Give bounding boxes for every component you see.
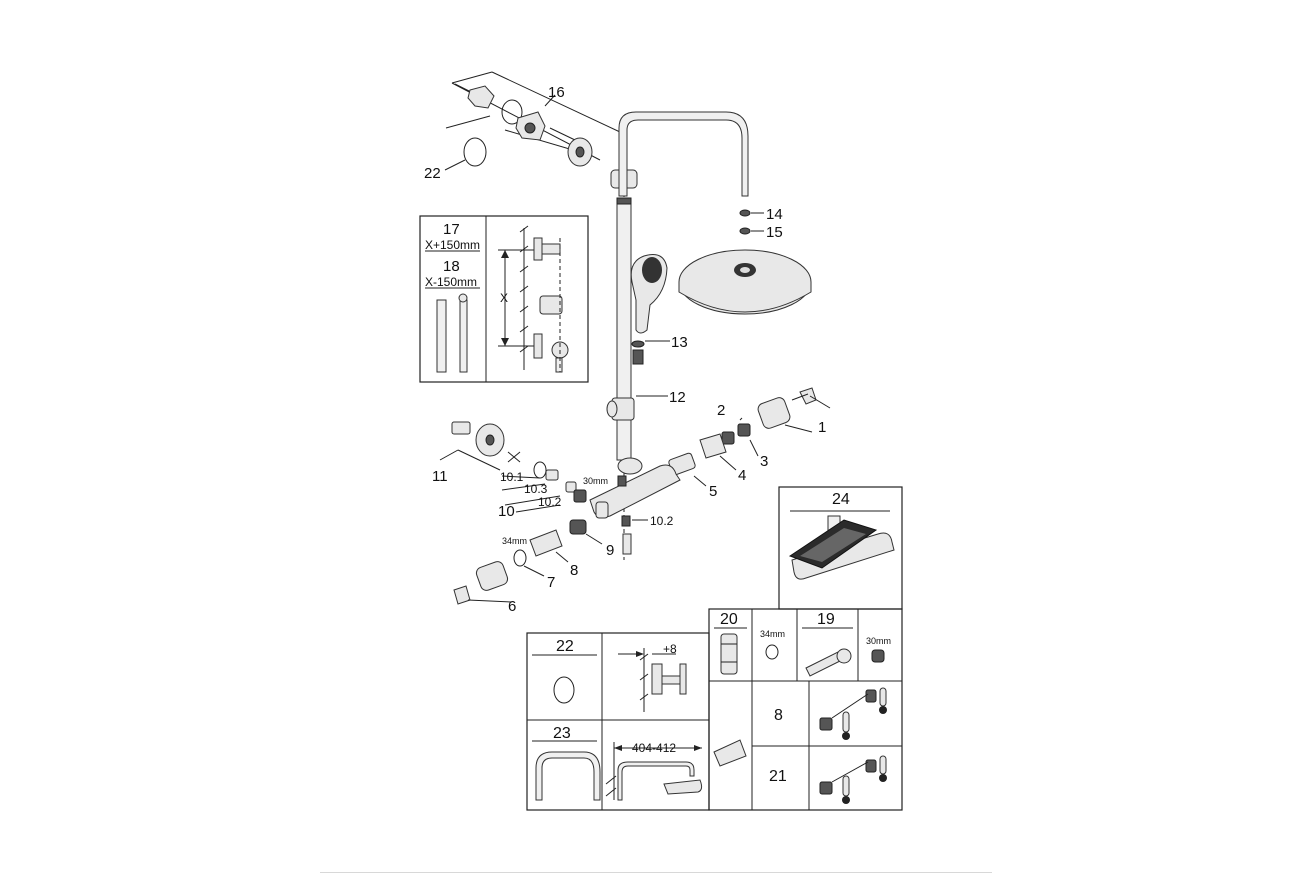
- label-13: 13: [671, 334, 688, 351]
- label-x: X: [500, 291, 508, 305]
- label-12: 12: [669, 389, 686, 406]
- label-x-minus-150: X-150mm: [425, 275, 477, 289]
- label-11: 11: [432, 468, 448, 485]
- label-18: 18: [443, 258, 460, 275]
- label-17: 17: [443, 221, 460, 238]
- label-10-2-right: 10.2: [650, 514, 674, 528]
- label-22: 22: [556, 638, 574, 655]
- label-20: 20: [720, 611, 738, 628]
- right-fittings: [668, 387, 831, 487]
- label-34mm-top: 34mm: [502, 536, 527, 546]
- label-7: 7: [547, 574, 555, 591]
- tools-grid: [708, 608, 903, 811]
- label-30mm: 30mm: [866, 636, 891, 646]
- label-21: 21: [769, 768, 787, 785]
- label-8-grid: 8: [774, 707, 783, 724]
- label-3: 3: [760, 453, 768, 470]
- label-16: 16: [548, 84, 565, 101]
- label-15: 15: [766, 224, 783, 241]
- shower-column: [606, 111, 812, 560]
- label-14: 14: [766, 206, 783, 223]
- thermostat-assembly: [439, 421, 681, 605]
- label-4: 4: [738, 467, 746, 484]
- label-22-top: 22: [424, 165, 441, 182]
- label-24: 24: [832, 491, 850, 508]
- ring-22: [463, 137, 487, 167]
- label-10: 10: [498, 503, 515, 520]
- label-10-1: 10.1: [500, 470, 524, 484]
- label-10-3: 10.3: [524, 482, 548, 496]
- label-30mm-top: 30mm: [583, 476, 608, 486]
- label-404-412: 404-412: [632, 741, 676, 755]
- label-8: 8: [570, 562, 578, 579]
- label-1: 1: [818, 419, 826, 436]
- label-23: 23: [553, 725, 571, 742]
- wall-bracket-assembly: [444, 71, 621, 171]
- footer-divider: [320, 872, 992, 873]
- label-6: 6: [508, 598, 516, 615]
- mounting-plate: [467, 85, 495, 109]
- label-2: 2: [717, 402, 725, 419]
- label-5: 5: [709, 483, 717, 500]
- box-22-23: [526, 632, 710, 811]
- label-x-plus-150: X+150mm: [425, 238, 480, 252]
- label-34mm: 34mm: [760, 629, 785, 639]
- label-9: 9: [606, 542, 614, 559]
- label-19: 19: [817, 611, 835, 628]
- height-adjustment-inset: [419, 215, 589, 383]
- o-ring: [501, 99, 523, 125]
- label-plus-8: +8: [663, 642, 677, 656]
- box-24: [778, 486, 903, 610]
- label-10-2-left: 10.2: [538, 495, 562, 509]
